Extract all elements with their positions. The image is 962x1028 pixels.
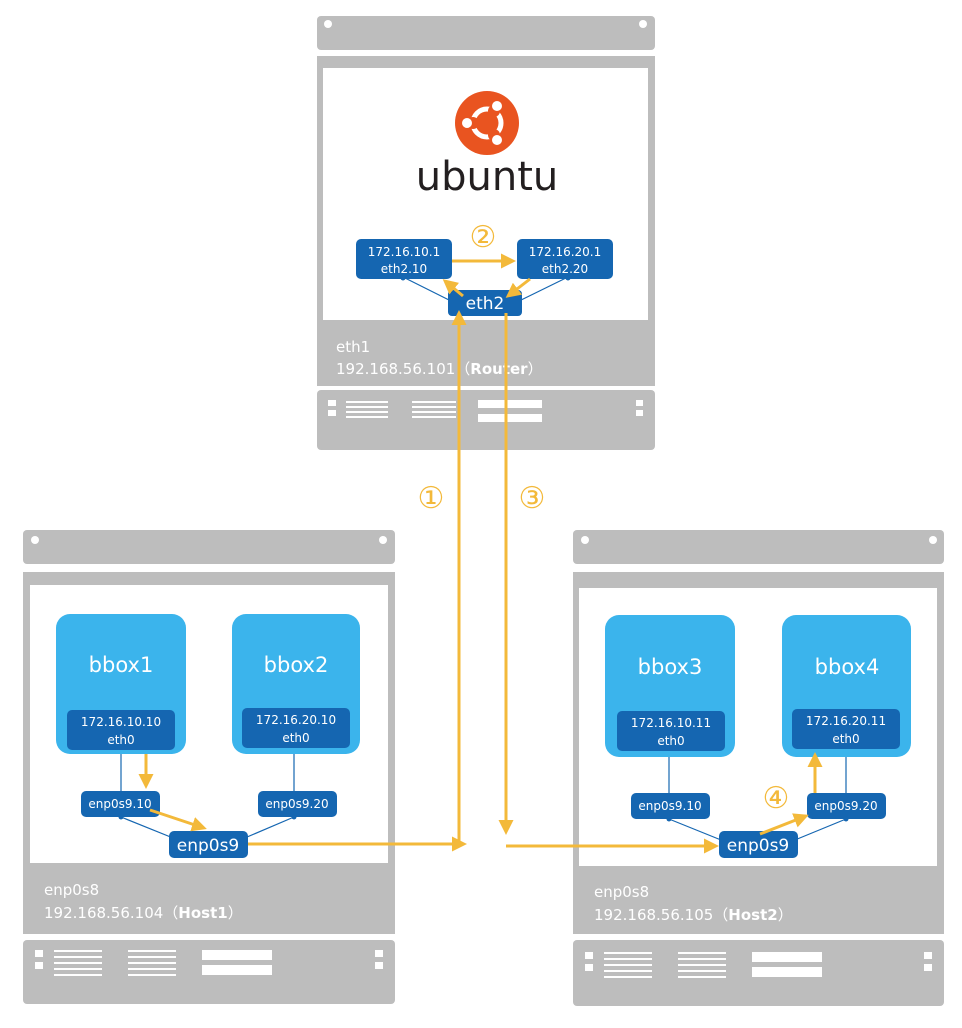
router-ip-label: 192.168.56.101（Router） — [336, 360, 543, 378]
host1-trunk-name: enp0s9 — [177, 836, 240, 856]
host2-ip-label: 192.168.56.105（Host2） — [594, 906, 793, 924]
ubuntu-wordmark: ubuntu — [416, 154, 558, 200]
router-eth2-10-name: eth2.10 — [381, 262, 427, 276]
host2-top-bezel — [573, 530, 944, 564]
host2-vlan20-name: enp0s9.20 — [814, 799, 877, 813]
router-top-bezel — [317, 16, 655, 50]
bbox2-eth0 — [242, 708, 350, 748]
step-3-label: ③ — [519, 481, 546, 516]
bbox1-eth0 — [67, 710, 175, 750]
host1-vlan10-name: enp0s9.10 — [88, 797, 151, 811]
router-links — [402, 276, 569, 304]
router-iface-eth2 — [448, 290, 522, 316]
router-eth2-20-ip: 172.16.20.1 — [529, 245, 602, 259]
host2-iface-enp0s9 — [719, 831, 798, 858]
router-eth2-20-name: eth2.20 — [542, 262, 588, 276]
step-2-label: ② — [470, 220, 497, 255]
bbox4-ip: 172.16.20.11 — [806, 714, 886, 728]
bbox4-eth0 — [792, 709, 900, 749]
path-eth2-to-eth2-10 — [442, 279, 464, 298]
bbox4-ifname: eth0 — [832, 732, 859, 746]
host2-vent-icon — [585, 952, 932, 978]
bbox3-name: bbox3 — [638, 655, 703, 679]
host1-iface-enp0s9-20 — [258, 791, 337, 817]
host1-iface-enp0s9 — [169, 831, 248, 858]
bbox1-ifname: eth0 — [107, 733, 134, 747]
path-trunk-to-vlan20 — [759, 813, 809, 836]
packet-path — [138, 253, 823, 854]
host2-links — [668, 756, 847, 843]
host2-screw-icon — [929, 536, 937, 544]
router-server: eth1 192.168.56.101（Router） ubuntu 172.1… — [317, 16, 655, 450]
host1-vlan20-name: enp0s9.20 — [265, 797, 328, 811]
router-iface-label: eth1 — [336, 338, 370, 356]
host1-vent-icon — [35, 950, 383, 976]
host1-links — [120, 754, 295, 841]
router-eth2-10-ip: 172.16.10.1 — [368, 245, 441, 259]
bbox3-ip: 172.16.10.11 — [631, 716, 711, 730]
bbox2-name: bbox2 — [264, 653, 329, 677]
ubuntu-logo-icon — [455, 91, 519, 155]
step-4-label: ④ — [763, 781, 790, 816]
bbox1-ip: 172.16.10.10 — [81, 715, 161, 729]
host1-screw-icon — [379, 536, 387, 544]
host1-ip-label: 192.168.56.104（Host1） — [44, 904, 243, 922]
bbox1-name: bbox1 — [89, 653, 154, 677]
bbox2-ifname: eth0 — [282, 731, 309, 745]
router-iface-eth2-10 — [356, 239, 452, 279]
bbox3-ifname: eth0 — [657, 734, 684, 748]
host1-server: enp0s8 192.168.56.104（Host1） bbox1 172.1… — [23, 530, 395, 1004]
step-1-label: ① — [418, 481, 445, 516]
host2-iface-enp0s9-20 — [807, 793, 886, 819]
bbox4-name: bbox4 — [815, 655, 880, 679]
path-eth2-20-to-eth2 — [505, 277, 531, 298]
host1-screw-icon — [31, 536, 39, 544]
host2-vlan10-name: enp0s9.10 — [638, 799, 701, 813]
host2-iface-label: enp0s8 — [594, 883, 649, 901]
router-iface-eth2-20 — [517, 239, 613, 279]
host2-server: enp0s8 192.168.56.105（Host2） bbox3 172.1… — [573, 530, 944, 1006]
host2-trunk-name: enp0s9 — [727, 836, 790, 856]
bbox3-eth0 — [617, 711, 725, 751]
path-vlan10-to-trunk — [149, 808, 207, 832]
host1-iface-enp0s9-10 — [81, 791, 160, 817]
router-eth2-name: eth2 — [466, 294, 505, 314]
host1-top-bezel — [23, 530, 395, 564]
bbox2-ip: 172.16.20.10 — [256, 713, 336, 727]
router-vent-icon — [328, 400, 643, 422]
router-screw-icon — [639, 20, 647, 28]
host1-iface-label: enp0s8 — [44, 881, 99, 899]
router-screw-icon — [324, 20, 332, 28]
host2-iface-enp0s9-10 — [631, 793, 710, 819]
host2-screw-icon — [581, 536, 589, 544]
